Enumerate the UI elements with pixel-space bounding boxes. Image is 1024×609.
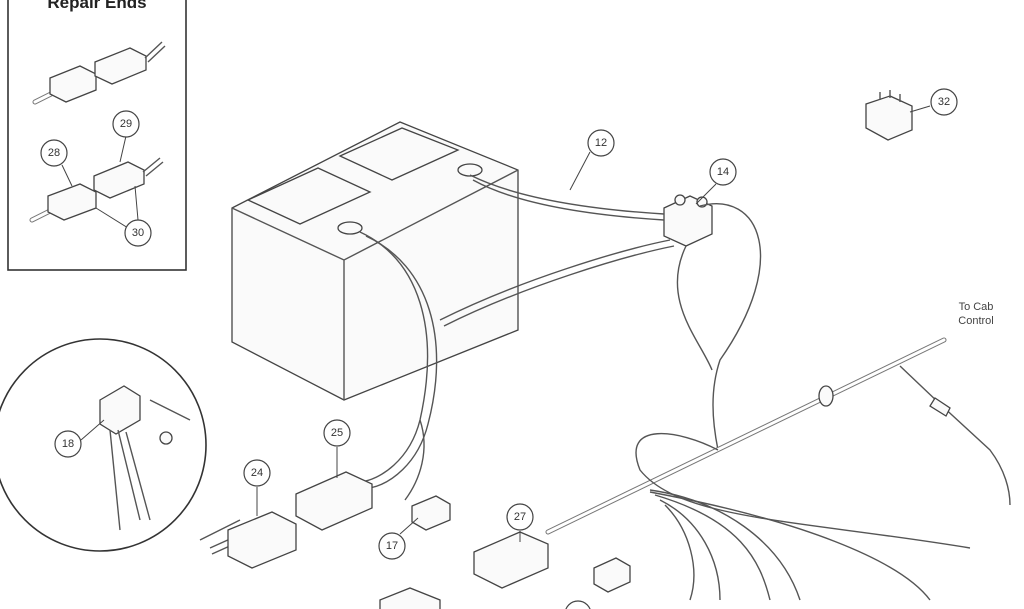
svg-text:28: 28 xyxy=(48,147,60,159)
svg-text:32: 32 xyxy=(938,96,950,108)
cables xyxy=(199,174,1011,601)
callout-17: 17 xyxy=(378,532,406,560)
detail-circle-18 xyxy=(0,338,207,552)
callout-28: 28 xyxy=(40,139,68,167)
callout-14: 14 xyxy=(709,158,737,186)
connector-25 xyxy=(295,471,373,531)
connector-small-bottom xyxy=(593,557,631,593)
connector-female-top xyxy=(94,41,166,85)
callout-30: 30 xyxy=(124,219,152,247)
svg-text:30: 30 xyxy=(132,227,144,239)
inset-title: Repair Ends xyxy=(47,0,146,12)
callout-25: 25 xyxy=(323,419,351,447)
callout-24: 24 xyxy=(243,459,271,487)
connector-17 xyxy=(411,495,451,531)
callout-27: 27 xyxy=(506,503,534,531)
to-cab-control-label-line2: Control xyxy=(958,315,993,327)
callout-partial xyxy=(565,600,591,609)
connector-male-top xyxy=(32,65,97,105)
callout-12: 12 xyxy=(587,129,615,157)
repair-ends-inset: Repair Ends xyxy=(7,0,187,271)
battery xyxy=(231,121,519,401)
connector-27 xyxy=(473,531,549,589)
svg-text:29: 29 xyxy=(120,118,132,130)
svg-text:27: 27 xyxy=(514,511,526,523)
svg-text:17: 17 xyxy=(386,540,398,552)
solenoid xyxy=(663,194,713,247)
connector-24 xyxy=(227,511,297,569)
svg-text:12: 12 xyxy=(595,137,607,149)
callout-29: 29 xyxy=(112,110,140,138)
callout-32: 32 xyxy=(930,88,958,116)
connector-female-bottom xyxy=(93,157,164,199)
svg-text:14: 14 xyxy=(717,166,729,178)
relay xyxy=(865,90,913,141)
callout-18: 18 xyxy=(54,430,82,458)
svg-text:24: 24 xyxy=(251,467,263,479)
callout-leaders xyxy=(80,105,931,542)
to-cab-control-label-line1: To Cab xyxy=(959,301,994,313)
svg-text:18: 18 xyxy=(62,438,74,450)
svg-text:25: 25 xyxy=(331,427,343,439)
connector-bottom xyxy=(379,587,441,609)
